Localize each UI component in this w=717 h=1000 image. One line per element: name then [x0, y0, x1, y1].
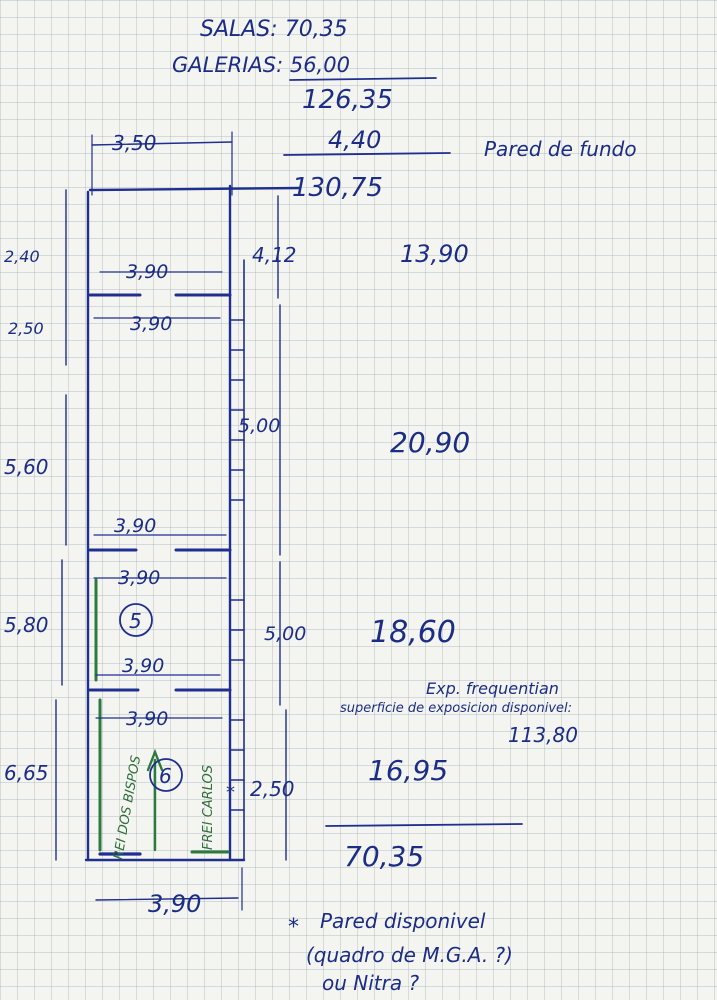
- dim-top: [91, 141, 233, 146]
- note-exp-value: 113,80: [508, 723, 578, 747]
- footnote-line-3: ou Nitra ?: [322, 971, 419, 995]
- dim-w2-label: 3,90: [130, 313, 172, 335]
- dim-w1-label: 3,90: [126, 261, 168, 283]
- sum-2: 130,75: [292, 173, 383, 203]
- dim-top-label: 3,50: [112, 131, 157, 155]
- dim-h-left-1: 2,40: [4, 247, 40, 266]
- dim-w5-label: 3,90: [122, 655, 164, 677]
- area-3: 18,60: [370, 615, 456, 650]
- area-total: 70,35: [344, 840, 424, 873]
- footnote-star: *: [288, 915, 299, 940]
- room-5-number: 5: [129, 609, 142, 633]
- note-exp-2: superficie de exposicion disponivel:: [340, 701, 572, 716]
- dim-h-right-3: 5,00: [264, 623, 306, 645]
- dim-w6-label: 3,90: [126, 708, 168, 730]
- footnote-line-1: Pared disponivel: [320, 909, 486, 933]
- dim-bottom-label: 3,90: [148, 890, 201, 918]
- salas-line: SALAS: 70,35: [200, 17, 348, 42]
- sum-rule-2: [283, 152, 451, 156]
- sum-rule-1: [289, 77, 437, 81]
- room-6-number: 6: [159, 764, 172, 788]
- dimension-lines: [55, 131, 287, 911]
- room-6-circle: [149, 758, 183, 792]
- dim-h-right-1: 4,12: [252, 243, 297, 267]
- dim-w3-label: 3,90: [114, 515, 156, 537]
- wall-ticks: [229, 319, 245, 811]
- sum-1: 126,35: [302, 85, 393, 115]
- total-rule: [325, 823, 523, 827]
- dim-h-left-3: 5,60: [4, 455, 49, 479]
- add-value: 4,40: [328, 126, 381, 154]
- wall-star-mark: *: [226, 782, 235, 803]
- dim-h-left-2: 2,50: [8, 319, 44, 338]
- green-arrow-head: [146, 748, 164, 772]
- dim-h-right-4: 2,50: [250, 777, 295, 801]
- dim-h-right-2: 5,00: [238, 415, 280, 437]
- pared-de-fundo-note: Pared de fundo: [484, 137, 637, 161]
- dim-bottom: [95, 897, 239, 901]
- dim-w4-label: 3,90: [118, 567, 160, 589]
- top-wall: [88, 186, 302, 192]
- frei-carlos-label: FREI CARLOS: [201, 765, 216, 850]
- note-exp-1: Exp. frequentian: [426, 679, 559, 698]
- area-2: 20,90: [390, 426, 470, 459]
- room-5-circle: [119, 603, 153, 637]
- area-1: 13,90: [400, 240, 469, 268]
- footnote-line-2: (quadro de M.G.A. ?): [306, 943, 513, 967]
- dim-h-left-5: 6,65: [4, 761, 49, 785]
- area-4: 16,95: [368, 754, 448, 787]
- galerias-line: GALERIAS: 56,00: [172, 53, 350, 77]
- dim-h-left-4: 5,80: [4, 613, 49, 637]
